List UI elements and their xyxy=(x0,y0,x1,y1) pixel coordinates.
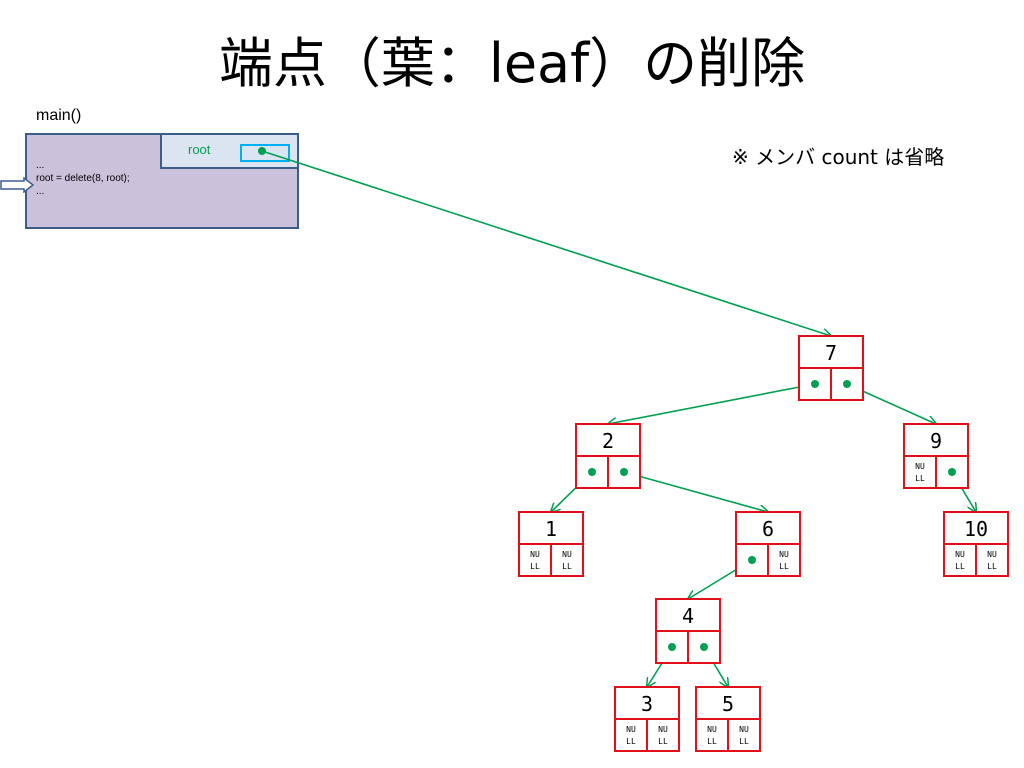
null-label: NU xyxy=(987,550,997,559)
null-label: LL xyxy=(530,562,540,571)
node-key-label: 5 xyxy=(722,692,734,716)
tree-node-1: 1NU LL NU LL xyxy=(518,511,584,577)
pointer-dot xyxy=(588,468,596,476)
node-key-label: 9 xyxy=(930,429,942,453)
node-key-label: 6 xyxy=(762,517,774,541)
null-label: NU xyxy=(955,550,965,559)
null-label: LL xyxy=(955,562,965,571)
null-label: LL xyxy=(658,737,668,746)
root-pointer-dot xyxy=(258,147,266,155)
null-label: NU xyxy=(739,725,749,734)
node-key-label: 4 xyxy=(682,604,694,628)
null-label: NU xyxy=(626,725,636,734)
code-block: ... root = delete(8, root);... xyxy=(36,159,130,198)
null-label: LL xyxy=(739,737,749,746)
null-label: LL xyxy=(987,562,997,571)
root-pointer-box xyxy=(240,144,290,162)
pointer-dot xyxy=(748,556,756,564)
tree-node-6: 6NU LL xyxy=(735,511,801,577)
null-label: NU xyxy=(562,550,572,559)
frame-label: main() xyxy=(36,107,82,124)
tree-node-5: 5NU LL NU LL xyxy=(695,686,761,752)
tree-node-9: 9NU LL xyxy=(903,423,969,489)
tree-node-4: 4 xyxy=(655,598,721,664)
node-key-label: 2 xyxy=(602,429,614,453)
note-text: ※ メンバ count は省略 xyxy=(732,145,945,169)
main-stack-frame: root ... root = delete(8, root);... xyxy=(25,133,299,229)
tree-node-7: 7 xyxy=(798,335,864,401)
null-label: LL xyxy=(562,562,572,571)
null-label: NU xyxy=(915,462,925,471)
null-label: NU xyxy=(707,725,717,734)
null-label: NU xyxy=(658,725,668,734)
null-label: LL xyxy=(707,737,717,746)
null-label: LL xyxy=(779,562,789,571)
tree-node-2: 2 xyxy=(575,423,641,489)
root-variable-cell: root xyxy=(160,135,297,169)
null-label: LL xyxy=(626,737,636,746)
page-title: 端点（葉：leaf）の削除 xyxy=(218,32,806,95)
node-key-label: 10 xyxy=(964,517,988,541)
code-line: ... xyxy=(36,160,45,171)
root-variable-label: root xyxy=(188,142,211,157)
code-line: ... xyxy=(36,186,45,197)
pointer-dot xyxy=(700,643,708,651)
null-label: LL xyxy=(915,474,925,483)
pointer-dot xyxy=(668,643,676,651)
child-pointer-arrow xyxy=(608,383,816,424)
null-label: NU xyxy=(779,550,789,559)
pointer-dot xyxy=(948,468,956,476)
node-key-label: 7 xyxy=(825,341,837,365)
node-key-label: 3 xyxy=(641,692,653,716)
pointer-dot xyxy=(811,380,819,388)
execution-arrow-icon xyxy=(0,177,34,193)
pointer-dot xyxy=(843,380,851,388)
root-pointer-arrow xyxy=(261,150,831,336)
null-label: NU xyxy=(530,550,540,559)
tree-node-3: 3NU LL NU LL xyxy=(614,686,680,752)
node-key-label: 1 xyxy=(545,517,557,541)
code-line: root = delete(8, root); xyxy=(36,173,130,184)
child-pointer-arrow xyxy=(623,471,768,512)
pointer-dot xyxy=(620,468,628,476)
